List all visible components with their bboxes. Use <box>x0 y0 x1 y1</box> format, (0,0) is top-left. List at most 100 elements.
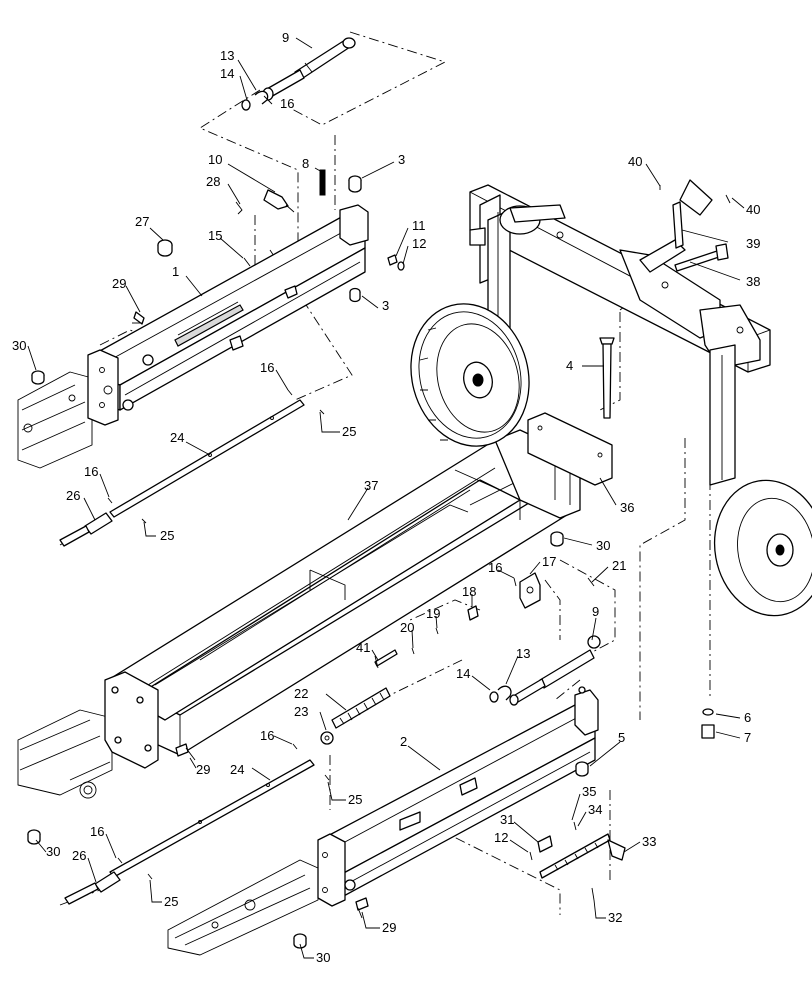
callout-24: 24 <box>230 762 244 777</box>
callout-14: 14 <box>220 66 234 81</box>
shaft-24-upper <box>109 399 305 518</box>
frame-fragment-lower <box>167 859 319 956</box>
callout-16: 16 <box>280 96 294 111</box>
center-frame-37 <box>104 429 581 769</box>
bolt-29-upper <box>132 311 145 325</box>
callout-29: 29 <box>112 276 126 291</box>
callout-25: 25 <box>160 528 174 543</box>
frame-arm-1 <box>87 204 369 426</box>
callout-3: 3 <box>398 152 405 167</box>
callout-25: 25 <box>348 792 362 807</box>
pin-16-25-upper <box>107 389 325 524</box>
nut-30-mid <box>27 829 41 845</box>
callout-18: 18 <box>462 584 476 599</box>
pin-13-14-lower <box>489 685 512 703</box>
callout-14: 14 <box>456 666 470 681</box>
pin-15 <box>243 257 251 267</box>
callout-9: 9 <box>282 30 289 45</box>
parts-6-7 <box>701 708 715 739</box>
pin-13-14-upper <box>241 90 269 111</box>
callout-32: 32 <box>608 910 622 925</box>
pin-12-lower <box>529 851 533 861</box>
clip-31 <box>537 835 553 853</box>
nut-27 <box>157 239 173 257</box>
callout-36: 36 <box>620 500 634 515</box>
wheel-upper-left <box>410 303 530 447</box>
bushing-5 <box>575 761 589 777</box>
hardware-39-40 <box>659 179 731 249</box>
pin-41 <box>374 649 398 669</box>
callout-28: 28 <box>206 174 220 189</box>
bushing-3-upper <box>348 175 362 193</box>
callout-37: 37 <box>364 478 378 493</box>
nut-30-lower <box>293 933 307 949</box>
nut-30-upper <box>31 370 45 385</box>
clip-28 <box>235 201 243 215</box>
callout-12: 12 <box>494 830 508 845</box>
bolt-38 <box>674 243 729 272</box>
bolt-29-mid <box>175 743 196 761</box>
callout-16: 16 <box>84 464 98 479</box>
pin-32 <box>591 887 595 901</box>
callout-20: 20 <box>400 620 414 635</box>
bracket-17 <box>519 572 541 609</box>
pins-16-25-lower <box>117 743 330 880</box>
callout-22: 22 <box>294 686 308 701</box>
end-26-lower <box>64 871 121 905</box>
callout-3: 3 <box>382 298 389 313</box>
callout-7: 7 <box>744 730 751 745</box>
rod-34-35 <box>539 821 611 879</box>
callout-38: 38 <box>746 274 760 289</box>
callout-23: 23 <box>294 704 308 719</box>
callout-13: 13 <box>220 48 234 63</box>
callout-leaders <box>27 37 745 959</box>
callout-29: 29 <box>196 762 210 777</box>
callout-11: 11 <box>412 218 426 233</box>
callout-41: 41 <box>356 640 370 655</box>
callout-33: 33 <box>642 834 656 849</box>
spring-22 <box>331 687 391 729</box>
callout-40: 40 <box>628 154 642 169</box>
callout-6: 6 <box>744 710 751 725</box>
callout-30: 30 <box>596 538 610 553</box>
callout-26: 26 <box>66 488 80 503</box>
hydraulic-cylinder-lower <box>509 635 601 706</box>
callout-25: 25 <box>342 424 356 439</box>
callout-16: 16 <box>260 360 274 375</box>
wheel-lower-right <box>713 479 812 617</box>
handle-33 <box>607 839 626 861</box>
plate-36 <box>527 412 613 486</box>
callout-39: 39 <box>746 236 760 251</box>
washer-23 <box>320 731 334 745</box>
callout-26: 26 <box>72 848 86 863</box>
callout-29: 29 <box>382 920 396 935</box>
end-26-upper <box>59 512 113 547</box>
callout-labels: 9 13 14 16 10 8 3 28 27 15 11 12 1 3 29 … <box>12 30 760 965</box>
bolt-29-lower <box>355 897 369 919</box>
bushing-3-lower <box>349 287 361 303</box>
callout-40: 40 <box>746 202 760 217</box>
callout-35: 35 <box>582 784 596 799</box>
callout-30: 30 <box>12 338 26 353</box>
frame-arm-2 <box>317 686 599 907</box>
pin-4 <box>599 337 615 419</box>
callout-21: 21 <box>612 558 626 573</box>
callout-9: 9 <box>592 604 599 619</box>
callout-27: 27 <box>135 214 149 229</box>
callout-16: 16 <box>90 824 104 839</box>
frame-fragment-upper <box>17 371 93 469</box>
callout-24: 24 <box>170 430 184 445</box>
callout-12: 12 <box>412 236 426 251</box>
bolt-10 <box>263 189 295 213</box>
callout-15: 15 <box>208 228 222 243</box>
callout-10: 10 <box>208 152 222 167</box>
fastener-11-12 <box>387 254 405 271</box>
pins-16-21-mid <box>513 577 595 587</box>
callout-30: 30 <box>46 844 60 859</box>
callout-25: 25 <box>164 894 178 909</box>
callout-16: 16 <box>260 728 274 743</box>
hydraulic-cylinder-upper <box>262 37 356 101</box>
callout-34: 34 <box>588 802 602 817</box>
